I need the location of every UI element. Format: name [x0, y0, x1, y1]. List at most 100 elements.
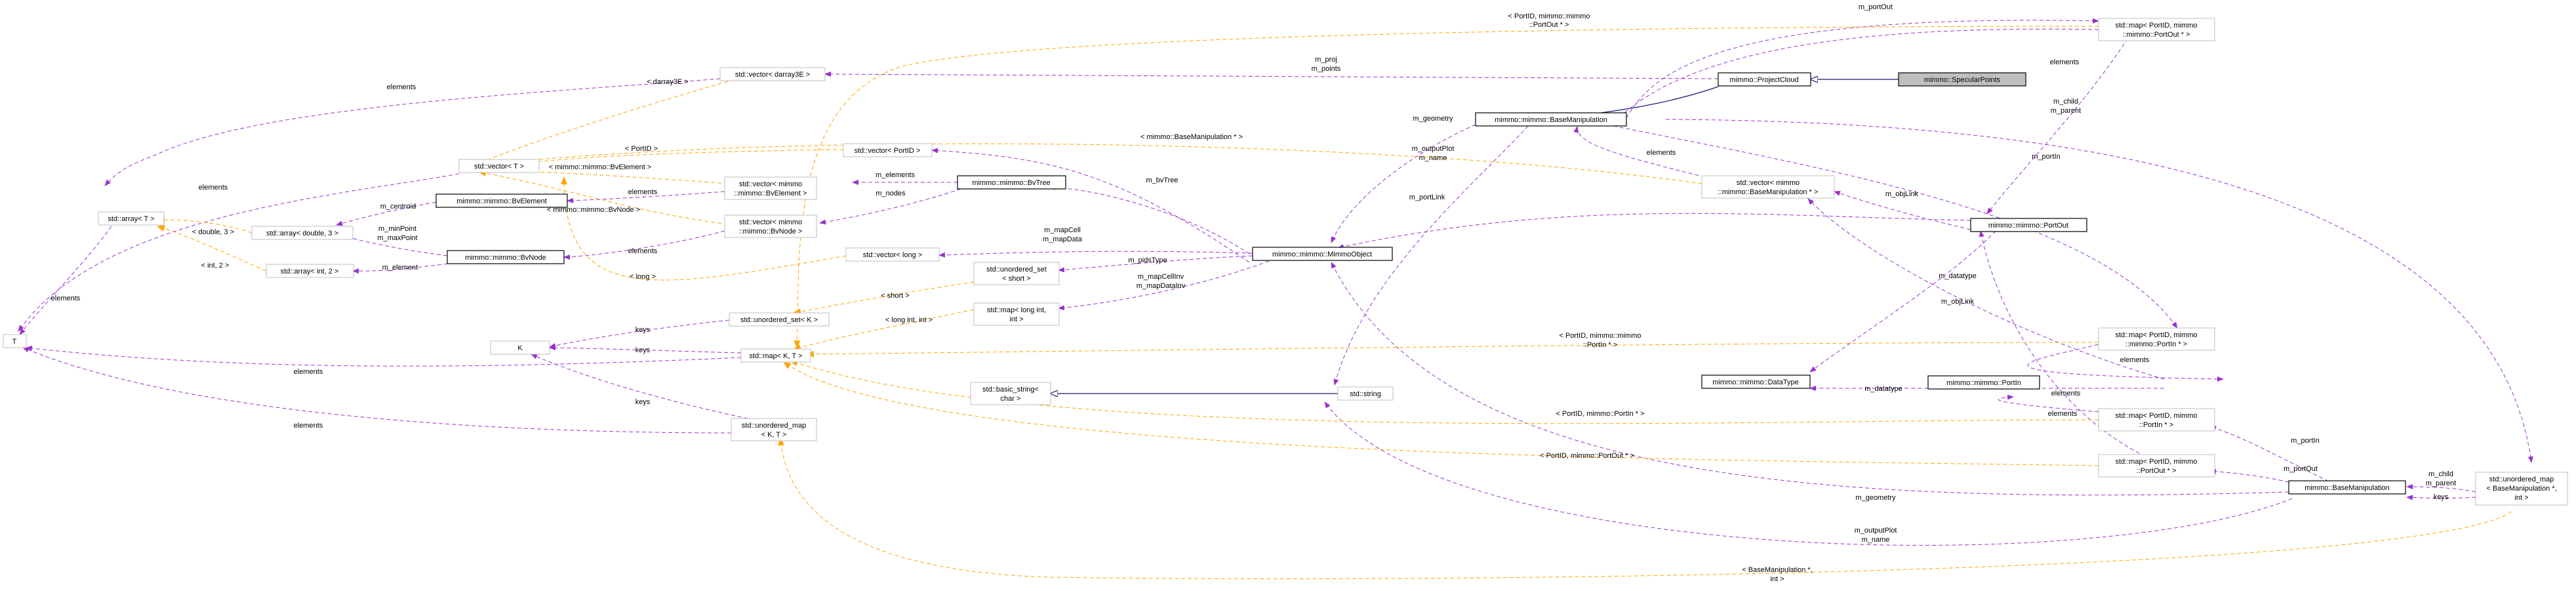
node-label-line1: std::map< PortID, mimmo	[2115, 331, 2197, 339]
node-portin-ns[interactable]: mimmo::mimmo::PortIn	[1927, 375, 2040, 390]
edge-template-int2	[157, 225, 267, 272]
edge-label-bm-int-2: int >	[1770, 575, 1784, 583]
node-base-manipulation[interactable]: mimmo::BaseManipulation	[2288, 480, 2406, 495]
node-label: std::array< double, 3 >	[266, 230, 338, 237]
node-label: std::array< int, 2 >	[281, 268, 339, 275]
node-array-int2[interactable]: std::array< int, 2 >	[266, 264, 354, 278]
edge-template-short	[793, 281, 975, 316]
node-string[interactable]: std::string	[1337, 386, 1394, 401]
node-bvtree[interactable]: mimmo::mimmo::BvTree	[957, 175, 1066, 190]
node-label: mimmo::mimmo::BvElement	[456, 197, 547, 205]
node-unordered-set-short[interactable]: std::unordered_set < short >	[973, 262, 1060, 285]
nodes: mimmo::SpecularPoints mimmo::ProjectClou…	[3, 18, 2568, 506]
edge-keys-bm	[2406, 495, 2476, 500]
node-label: std::array< T >	[108, 215, 154, 223]
node-project-cloud[interactable]: mimmo::ProjectCloud	[1718, 72, 1811, 87]
node-map-portid-portout[interactable]: std::map< PortID, mimmo ::PortOut * >	[2098, 454, 2215, 478]
edge-template-long-int	[793, 309, 975, 351]
edge-label-m-obj-link-mid: m_objLink	[1941, 298, 1975, 306]
edge-bvtree-object	[1049, 184, 1250, 255]
edge-label-m-elements: m_elements	[875, 171, 915, 179]
node-label-line1: std::unordered_map	[2489, 476, 2554, 483]
edge-label-elements-umap: elements	[294, 422, 323, 430]
edge-label-portid-portin: < PortID, mimmo::PortIn * >	[1556, 410, 1644, 418]
edge-label-m-portin-top: m_portIn	[2032, 153, 2060, 161]
node-base-manipulation-ns[interactable]: mimmo::mimmo::BaseManipulation	[1475, 112, 1627, 127]
edge-template-long	[561, 176, 847, 281]
edge-pids-type	[1058, 255, 1253, 273]
node-vector-darray3e[interactable]: std::vector< darray3E >	[719, 67, 826, 81]
node-map-portid-portout-ns[interactable]: std::map< PortID, mimmo ::mimmo::PortOut…	[2098, 18, 2215, 41]
edge-template-bm-int	[778, 438, 2512, 579]
edge-label-elements-portin: elements	[2051, 390, 2081, 397]
node-label-line1: std::map< long int,	[987, 306, 1046, 314]
node-array-double3[interactable]: std::array< double, 3 >	[251, 226, 353, 240]
node-label: mimmo::mimmo::BvTree	[972, 179, 1050, 187]
edge-label-elements-bvelement: elements	[628, 188, 658, 196]
edge-datatype-top	[1809, 226, 2001, 373]
node-k[interactable]: K	[490, 340, 550, 355]
edge-label-portid: < PortID >	[625, 145, 658, 153]
node-label-line1: std::unordered_set	[986, 266, 1047, 274]
edge-label-bm-ptr: < mimmo::BaseManipulation * >	[1140, 133, 1243, 141]
node-vector-bvnode[interactable]: std::vector< mimmo ::mimmo::BvNode >	[724, 214, 817, 238]
node-t[interactable]: T	[3, 334, 27, 348]
node-label-line1: std::map< PortID, mimmo	[2115, 412, 2197, 420]
node-label-line2: ::PortOut * >	[2137, 467, 2177, 475]
edge-elements-portin	[1998, 394, 2132, 415]
node-label-line2: < short >	[1002, 275, 1030, 283]
node-vector-portid[interactable]: std::vector< PortID >	[843, 143, 933, 157]
node-vector-base-manip-ns[interactable]: std::vector< mimmo ::mimmo::BaseManipula…	[1701, 175, 1835, 199]
node-label-line1: std::vector< mimmo	[739, 218, 802, 226]
edge-label-keys-uset: keys	[635, 326, 651, 334]
node-label-line2: char >	[1001, 395, 1021, 403]
edge-label-m-min-point: m_minPoint	[378, 225, 416, 233]
node-vector-t[interactable]: std::vector< T >	[458, 159, 540, 173]
node-bvnode[interactable]: mimmo::mimmo::BvNode	[447, 250, 565, 264]
node-unordered-set-k[interactable]: std::unordered_set< K >	[729, 312, 830, 327]
edge-label-m-parent-top: m_parent	[2051, 107, 2081, 115]
node-map-portid-portin[interactable]: std::map< PortID, mimmo ::PortIn * >	[2098, 408, 2215, 432]
node-vector-bvelement[interactable]: std::vector< mimmo ::mimmo::BvElement >	[724, 176, 817, 200]
node-label-line1: std::vector< mimmo	[739, 180, 802, 188]
edge-label-m-obj-link-top: m_objLink	[1885, 190, 1919, 198]
edge-label-elements-map-portout: elements	[2050, 58, 2080, 66]
edge-label-m-datatype-mid: m_datatype	[1864, 385, 1902, 393]
edge-label-m-map-data: m_mapData	[1043, 235, 1083, 243]
node-array-t[interactable]: std::array< T >	[98, 211, 165, 226]
edge-template-portid-portout	[783, 361, 2099, 466]
edge-vector-portid	[931, 148, 1250, 263]
node-datatype[interactable]: mimmo::mimmo::DataType	[1701, 375, 1811, 389]
node-unordered-map-bm[interactable]: std::unordered_map < BaseManipulation *,…	[2475, 472, 2568, 506]
node-basic-string[interactable]: std::basic_string< char >	[970, 382, 1051, 405]
edge-label-darray3e: < darray3E >	[647, 78, 689, 86]
node-label: mimmo::ProjectCloud	[1729, 76, 1798, 84]
node-specular-points[interactable]: mimmo::SpecularPoints	[1898, 72, 2026, 87]
edge-vector-t-elements	[18, 173, 460, 332]
node-label-line2: ::mimmo::BvElement >	[735, 190, 807, 197]
node-mimmo-object[interactable]: mimmo::mimmo::MimmoObject	[1252, 247, 1393, 261]
edge-child-parent-top	[1665, 119, 2533, 463]
edge-keys-uset	[549, 319, 730, 348]
node-portout-ns[interactable]: mimmo::mimmo::PortOut	[1970, 218, 2087, 232]
edge-output-plot-bottom	[1324, 401, 2293, 546]
edge-label-m-map-cell-inv: m_mapCellInv	[1138, 273, 1184, 281]
edge-nodes	[819, 188, 961, 225]
edge-label-m-points: m_points	[1312, 65, 1341, 73]
node-unordered-map-kt[interactable]: std::unordered_map < K, T >	[731, 418, 817, 441]
node-map-k-t[interactable]: std::map< K, T >	[740, 348, 811, 363]
edge-label-int2: < int, 2 >	[201, 262, 230, 270]
node-label: mimmo::BaseManipulation	[2304, 484, 2390, 492]
edge-label-portid-portout-top-2: ::PortOut * >	[1529, 21, 1569, 29]
node-map-long-int[interactable]: std::map< long int, int >	[973, 302, 1060, 326]
node-vector-long[interactable]: std::vector< long >	[845, 247, 940, 262]
edge-label-keys-map: keys	[635, 346, 651, 354]
edge-label-portid-portout-top-1: < PortID, mimmo::mimmo	[1508, 12, 1590, 20]
node-map-portid-portin-ns[interactable]: std::map< PortID, mimmo ::mimmo::PortIn …	[2098, 327, 2215, 351]
edge-keys-umap	[531, 354, 755, 420]
edge-elements-umap	[22, 347, 732, 434]
edge-centroid	[336, 201, 437, 226]
edge-label-double3: < double, 3 >	[192, 228, 234, 236]
node-bvelement[interactable]: mimmo::mimmo::BvElement	[435, 194, 568, 208]
node-label-line2: ::mimmo::BvNode >	[739, 228, 803, 235]
